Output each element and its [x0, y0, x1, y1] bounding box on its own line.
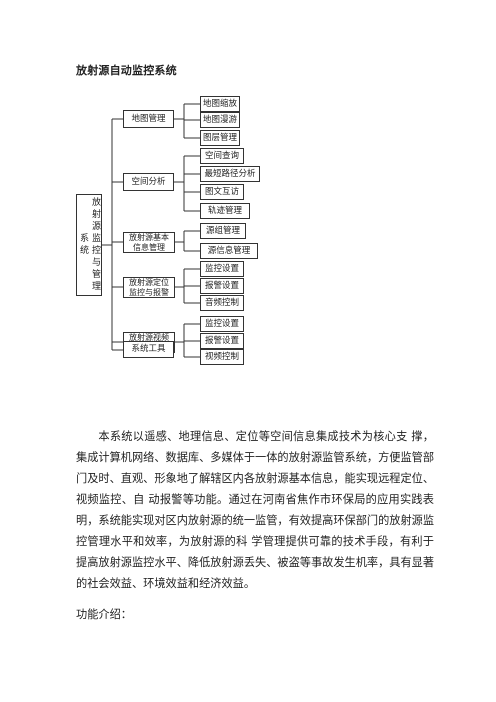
leaf-node-audio-control: 音频控制 — [200, 295, 244, 311]
leaf-node-shortest-path: 最短路径分析 — [200, 166, 260, 182]
leaf-node-source-group-management: 源组管理 — [200, 223, 246, 239]
leaf-node-source-info-management: 源信息管理 — [200, 243, 258, 259]
leaf-node-alarm-settings: 报警设置 — [200, 278, 244, 294]
leaf-node-video-monitor-settings: 监控设置 — [200, 316, 244, 332]
leaf-node-map-zoom: 地图缩放 — [200, 96, 240, 112]
leaf-node-map-pan: 地图漫游 — [200, 112, 240, 128]
diagram-root-node: 放射源监控与管理系统 — [76, 194, 102, 296]
category-node-source-info-management: 放射源基本信息管理 — [123, 232, 175, 253]
leaf-node-layer-management: 图层管理 — [200, 130, 240, 146]
leaf-node-video-control: 视频控制 — [200, 349, 244, 365]
category-node-system-tools: 系统工具 — [123, 341, 174, 358]
leaf-node-video-alarm-settings: 报警设置 — [200, 333, 244, 349]
category-node-location-monitoring-alarm: 放射源定位监控与报警 — [123, 277, 175, 298]
intro-paragraph: 本系统以遥感、地理信息、定位等空间信息集成技术为核心支 撑，集成计算机网络、数据… — [76, 430, 435, 590]
leaf-node-map-text-linking: 图文互访 — [200, 184, 244, 200]
leaf-node-spatial-query: 空间查询 — [200, 148, 244, 164]
category-node-map-management: 地图管理 — [123, 110, 174, 128]
category-node-spatial-analysis: 空间分析 — [123, 173, 174, 191]
leaf-node-monitor-settings: 监控设置 — [200, 261, 244, 277]
leaf-node-track-management: 轨迹管理 — [200, 203, 250, 219]
page-title: 放射源自动监控系统 — [76, 64, 177, 77]
section-heading-features: 功能介绍： — [76, 608, 132, 621]
